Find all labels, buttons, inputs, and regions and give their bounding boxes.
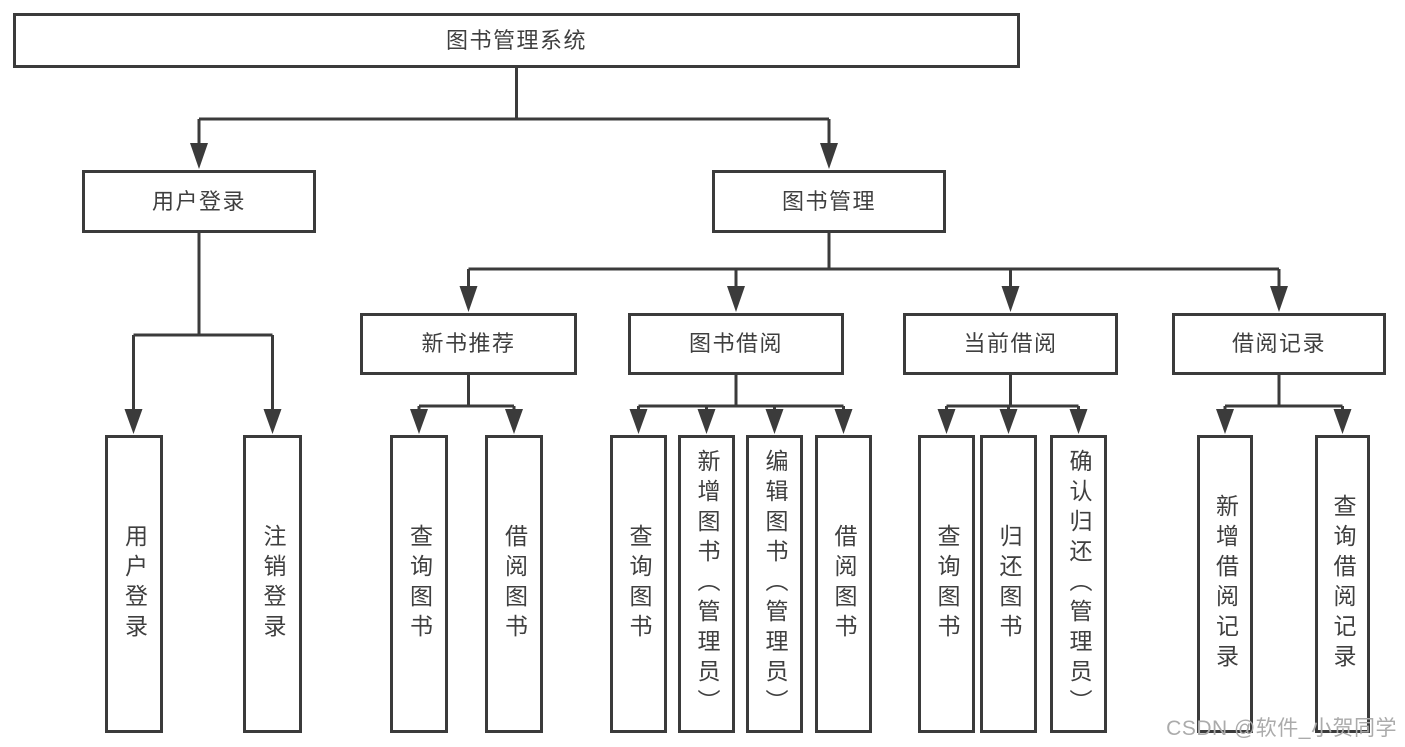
leaf-user-login: 用户登录 bbox=[105, 435, 163, 733]
leaf-borrow-book-1-label: 借阅图书 bbox=[501, 524, 528, 644]
watermark: CSDN @软件_小贺同学 bbox=[1166, 717, 1397, 740]
leaf-add-borrow-record: 新增借阅记录 bbox=[1197, 435, 1253, 733]
leaf-logout-label: 注销登录 bbox=[260, 524, 286, 644]
node-book-management-label: 图书管理 bbox=[781, 188, 876, 214]
connector-paths bbox=[132, 68, 1344, 412]
node-borrow-record: 借阅记录 bbox=[1172, 313, 1386, 375]
leaf-query-book-3: 查询图书 bbox=[918, 435, 975, 733]
node-root-label: 图书管理系统 bbox=[445, 27, 587, 53]
node-user-login-label: 用户登录 bbox=[151, 188, 246, 214]
leaf-add-book-admin: 新增图书（管理员） bbox=[678, 435, 735, 733]
leaf-confirm-return-admin: 确认归还（管理员） bbox=[1050, 435, 1107, 733]
leaf-add-borrow-record-label: 新增借阅记录 bbox=[1212, 494, 1239, 674]
leaf-borrow-book-1: 借阅图书 bbox=[485, 435, 543, 733]
node-borrow-record-label: 借阅记录 bbox=[1231, 331, 1326, 356]
node-book-borrow: 图书借阅 bbox=[628, 313, 844, 375]
node-book-borrow-label: 图书借阅 bbox=[688, 331, 783, 356]
leaf-edit-book-admin: 编辑图书（管理员） bbox=[746, 435, 803, 733]
leaf-query-book-1-label: 查询图书 bbox=[406, 524, 433, 644]
leaf-query-borrow-record-label: 查询借阅记录 bbox=[1330, 494, 1356, 674]
leaf-user-login-label: 用户登录 bbox=[121, 524, 148, 644]
node-user-login: 用户登录 bbox=[82, 170, 316, 233]
node-root: 图书管理系统 bbox=[13, 13, 1020, 68]
node-current-borrow-label: 当前借阅 bbox=[963, 331, 1058, 356]
connector-arrowheads bbox=[124, 143, 1352, 434]
leaf-query-book-2-label: 查询图书 bbox=[626, 524, 652, 644]
leaf-query-book-2: 查询图书 bbox=[610, 435, 667, 733]
leaf-return-book: 归还图书 bbox=[980, 435, 1037, 733]
leaf-query-book-1: 查询图书 bbox=[390, 435, 448, 733]
node-current-borrow: 当前借阅 bbox=[903, 313, 1118, 375]
leaf-borrow-book-2-label: 借阅图书 bbox=[831, 524, 857, 644]
leaf-confirm-return-admin-label: 确认归还（管理员） bbox=[1066, 449, 1092, 719]
node-new-book-recommend: 新书推荐 bbox=[360, 313, 577, 375]
leaf-return-book-label: 归还图书 bbox=[996, 524, 1022, 644]
node-new-book-recommend-label: 新书推荐 bbox=[421, 331, 516, 356]
leaf-query-borrow-record: 查询借阅记录 bbox=[1315, 435, 1370, 733]
leaf-add-book-admin-label: 新增图书（管理员） bbox=[694, 449, 720, 719]
leaf-borrow-book-2: 借阅图书 bbox=[815, 435, 872, 733]
leaf-query-book-3-label: 查询图书 bbox=[934, 524, 960, 644]
leaf-edit-book-admin-label: 编辑图书（管理员） bbox=[762, 449, 788, 719]
node-book-management: 图书管理 bbox=[712, 170, 946, 233]
leaf-logout: 注销登录 bbox=[243, 435, 302, 733]
